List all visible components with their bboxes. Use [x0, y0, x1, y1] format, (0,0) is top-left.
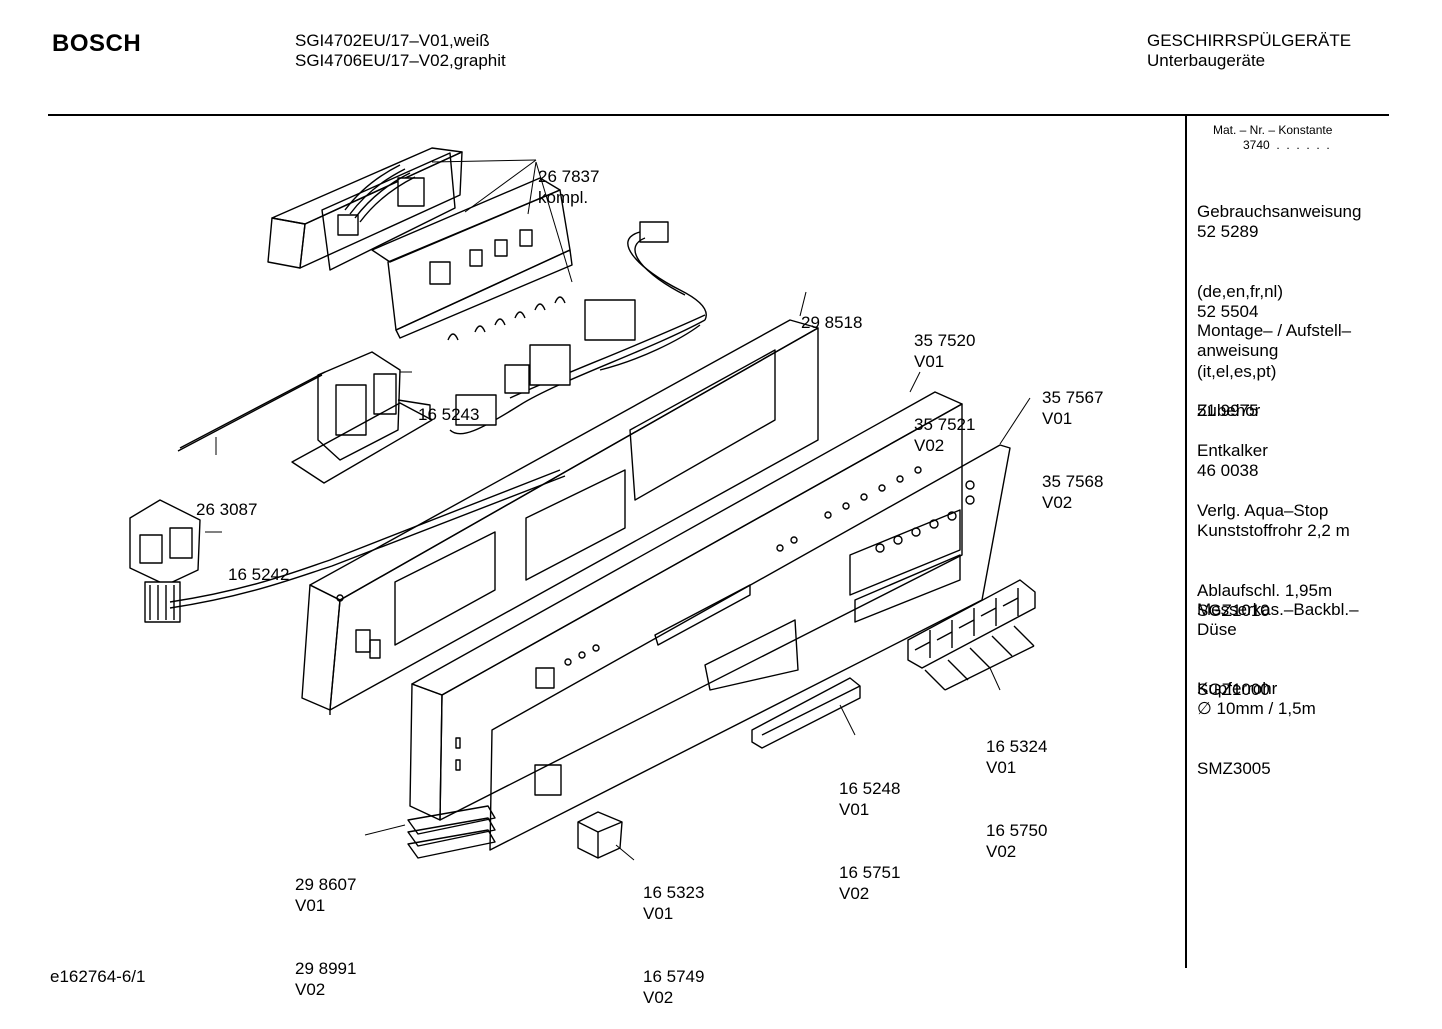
model-line-2: SGI4706EU/17–V02,graphit: [295, 51, 506, 70]
brand-logo: BOSCH: [52, 30, 142, 57]
sidebar-section-copper-pipe: Kupferrohr∅ 10mm / 1,5m SMZ3005: [1197, 679, 1316, 778]
leader-357567: [999, 397, 1031, 445]
drawing-reference: e162764-6/1: [50, 967, 146, 986]
switch-165242: [129, 469, 566, 623]
leader-298607: [364, 824, 406, 836]
callout-165242: 16 5242: [228, 565, 290, 584]
bracket-165243: [291, 351, 433, 484]
header-rule: [48, 114, 1389, 116]
leader-165324: [989, 667, 1001, 691]
control-pcb: [267, 147, 573, 341]
model-line-1: SGI4702EU/17–V01,weiß: [295, 31, 490, 50]
callout-263087: 26 3087: [196, 500, 258, 519]
keys-165324: [907, 579, 1036, 691]
leader-165323: [615, 844, 635, 861]
foil-357567: [489, 444, 1011, 851]
panel-357520: [409, 391, 963, 821]
mat-nr-label: Mat. – Nr. – Konstante: [1213, 123, 1333, 137]
category-line-2: Unterbaugeräte: [1147, 51, 1266, 70]
leader-267837: [431, 159, 573, 283]
frame-298518: [301, 319, 819, 715]
mat-nr-value: 3740 . . . . . .: [1243, 138, 1330, 152]
leader-357520: [909, 371, 921, 393]
callout-298518: 29 8518: [801, 313, 863, 332]
sidebar-section-accessories: Zubehör: [1197, 401, 1261, 420]
sidebar-section-installation: Montage– / Aufstell–anweisung 51 9975: [1197, 321, 1352, 420]
stack-298607: [407, 805, 496, 859]
sidebar-divider: [1185, 116, 1187, 968]
wiring-harness: [449, 221, 707, 435]
category-line-1: GESCHIRRSPÜLGERÄTE: [1147, 31, 1352, 50]
callout-165243: 16 5243: [418, 405, 480, 424]
long-wire: [177, 371, 326, 452]
knob-165323: [577, 811, 623, 859]
strip-165248: [751, 677, 861, 749]
sidebar-section-cutlery: Messerkas.–Backbl.–Düse SGZ1000: [1197, 600, 1359, 699]
leader-298518: [799, 291, 807, 317]
leader-165248: [839, 704, 856, 736]
